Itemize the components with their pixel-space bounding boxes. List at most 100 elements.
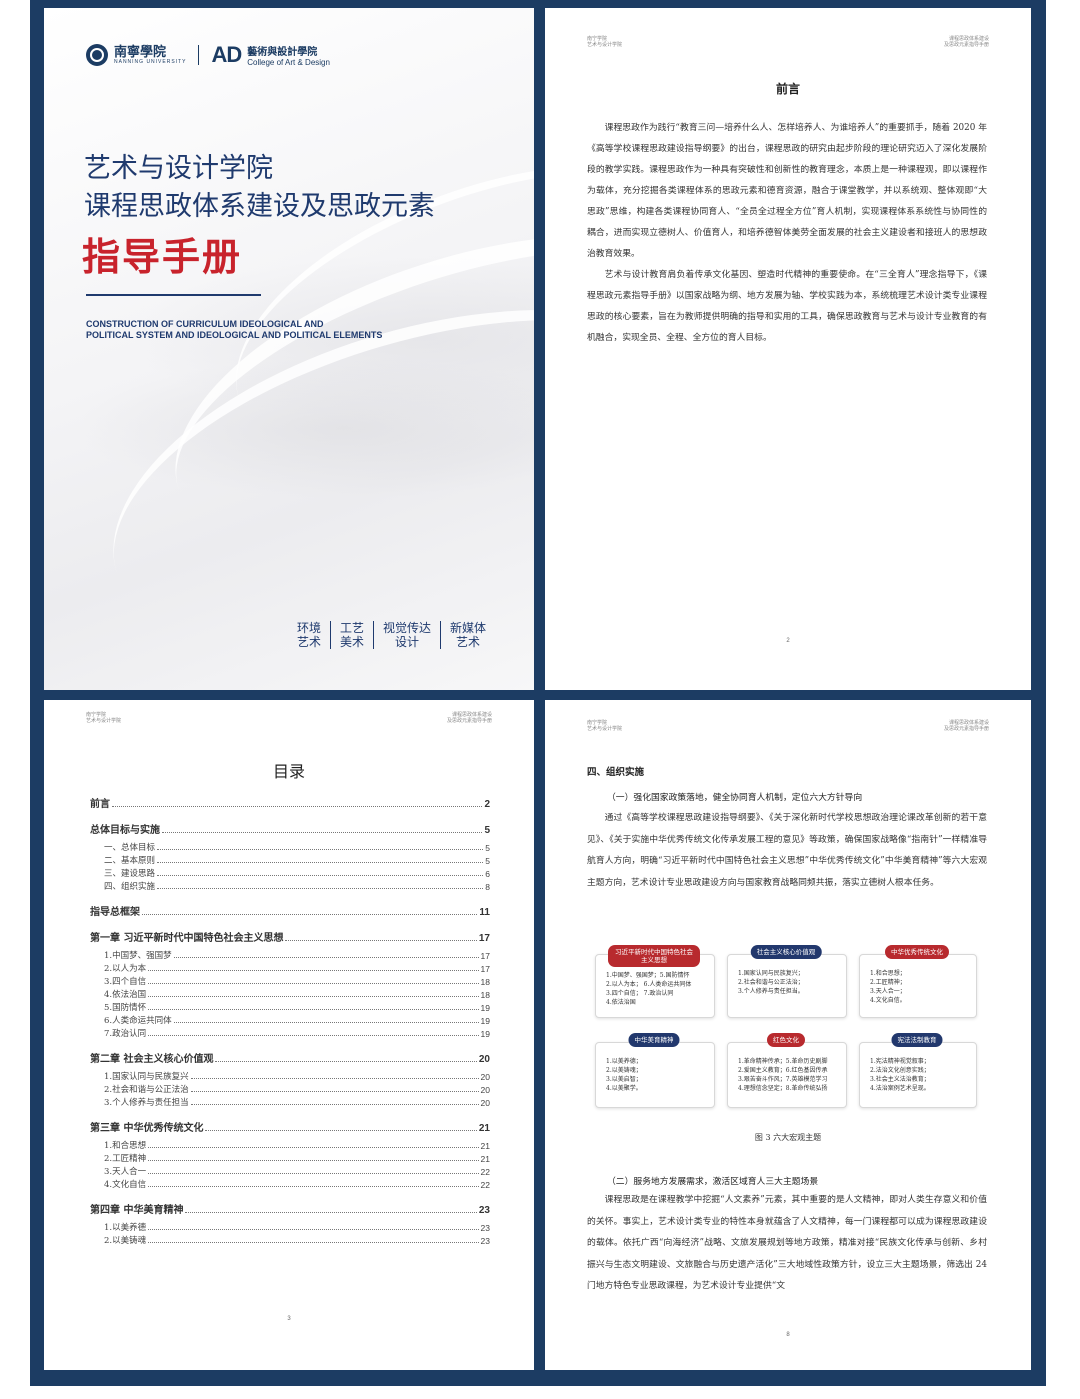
header-text: 南宁学院: [587, 720, 608, 726]
theme-item: 1.国家认同与民族复兴；: [738, 970, 804, 977]
toc-leader: [148, 1147, 479, 1148]
theme-item: 1.革命精神传承；5.革命历史剧脚: [738, 1058, 828, 1065]
section-body: 课程思政是在课程教学中挖掘“人文素养”元素，其中重要的是人文精神，即对人类生存意…: [587, 1190, 987, 1298]
toc-subentry-label: 二、基本原则: [104, 856, 156, 866]
toc-leader: [173, 957, 479, 958]
toc-leader: [162, 832, 483, 833]
toc-subentry: 6.人类命运共同体 19: [90, 1013, 490, 1026]
toc-subentry-page: 20: [480, 1098, 490, 1108]
toc-subentry-label: 1.中国梦、强国梦: [104, 951, 172, 961]
university-name-en: NANNING UNIVERSITY: [114, 58, 187, 65]
toc-leader: [157, 875, 484, 876]
cover-english-title: CONSTRUCTION OF CURRICULUM IDEOLOGICAL A…: [86, 319, 466, 341]
university-name-cn: 南寧學院: [114, 44, 167, 60]
discipline-item: 视觉传达 设计: [374, 621, 442, 649]
header-text: 艺术与设计学院: [587, 726, 623, 732]
theme-item: 4.理想信念坚定；8.革命传统弘扬: [738, 1085, 828, 1092]
cover-title-line1: 艺术与设计学院: [84, 153, 273, 184]
theme-item: 4.文化自信。: [870, 997, 906, 1004]
theme-item: 1.宪法精神视觉叙事；: [870, 1058, 930, 1065]
theme-title-badge: 习近平新时代中国特色社会主义思想: [608, 945, 700, 967]
toc-subentry-page: 20: [480, 1085, 490, 1095]
theme-items: 1.宪法精神视觉叙事；2.法治文化创意实践；3.社会主义法治教育；4.法治案例艺…: [870, 1057, 970, 1093]
cover-rule: [86, 294, 261, 296]
toc-leader: [157, 888, 484, 889]
theme-items: 1.国家认同与民族复兴；2.社会和谐与公正法治；3.个人修养与责任担当。: [738, 969, 840, 996]
discipline-item: 环境 艺术: [288, 621, 332, 649]
theme-title-badge: 中华优秀传统文化: [885, 945, 949, 959]
preface-paragraph: 艺术与设计教育肩负着传承文化基因、塑造时代精神的重要使命。在“三全育人”理念指导…: [587, 270, 987, 343]
preface-body: 课程思政作为践行“教育三问—培养什么人、怎样培养人、为谁培养人”的重要抓手，随着…: [587, 118, 987, 349]
theme-card: 1.和合思想；2.工匠精神；3.天人合一；4.文化自信。: [859, 954, 977, 1018]
toc-subentry-page: 5: [485, 843, 490, 853]
toc-subentry-page: 21: [480, 1141, 490, 1151]
toc-subentry-page: 22: [480, 1180, 490, 1190]
header-text: 课程思政体系建设: [948, 36, 989, 42]
toc-subentry-page: 17: [480, 951, 490, 961]
toc-subentry-page: 5: [485, 856, 490, 866]
section-heading: 四、组织实施: [587, 767, 645, 778]
toc-subentry-label: 5.国防情怀: [104, 1003, 147, 1013]
page-header-left: 南宁学院 艺术与设计学院: [86, 712, 121, 724]
theme-items: 1.以美养德；2.以美铸魂；3.以美启智；4.以美聚学。: [606, 1057, 708, 1093]
discipline-line: 设计: [395, 635, 420, 649]
cover-english-line1: CONSTRUCTION OF CURRICULUM IDEOLOGICAL A…: [86, 319, 324, 329]
toc-subentry-label: 1.和合思想: [104, 1141, 147, 1151]
logo-divider: [198, 45, 200, 65]
toc-subentry-label: 6.人类命运共同体: [104, 1016, 172, 1026]
toc-subentry-page: 19: [480, 1003, 490, 1013]
cover-title-line2: 课程思政体系建设及思政元素: [84, 191, 435, 222]
toc-leader: [148, 1186, 479, 1187]
theme-title-badge: 中华美育精神: [628, 1033, 680, 1047]
discipline-line: 视觉传达: [383, 621, 432, 635]
section-body: 通过《高等学校课程思政建设指导纲要》、《关于深化新时代学校思想政治理论课改革创新…: [587, 808, 987, 894]
college-ad-logo: AD: [211, 42, 242, 67]
toc-subentry-label: 1.国家认同与民族复兴: [104, 1072, 189, 1082]
toc-subentry-page: 23: [480, 1236, 490, 1246]
toc-subentry: 3.个人修养与责任担当 20: [90, 1095, 490, 1108]
theme-item: 3.艰苦奋斗作风；7.英雄模范学习: [738, 1076, 828, 1083]
cover-english-line2: POLITICAL SYSTEM AND IDEOLOGICAL AND POL…: [86, 330, 383, 340]
toc-leader: [148, 996, 479, 997]
toc-leader: [185, 1212, 477, 1213]
toc-leader: [142, 914, 478, 915]
theme-item: 2.以美铸魂；: [606, 1067, 642, 1074]
toc-subentry-page: 19: [480, 1016, 490, 1026]
discipline-list: 环境 艺术 工艺 美术 视觉传达 设计 新媒体 艺术: [288, 621, 495, 649]
theme-item: 3.个人修养与责任担当。: [738, 988, 804, 995]
cover-background: [44, 8, 534, 690]
header-text: 及思政元素指导手册: [943, 42, 989, 48]
theme-card: 1.宪法精神视觉叙事；2.法治文化创意实践；3.社会主义法治教育；4.法治案例艺…: [859, 1042, 977, 1108]
toc-subentry-page: 18: [480, 990, 490, 1000]
theme-item: 3.以美启智；: [606, 1076, 642, 1083]
theme-title-badge: 宪法法制教育: [891, 1033, 943, 1047]
theme-item: 3.四个自信； 7.政治认同: [606, 990, 674, 997]
toc-entry-page: 17: [478, 933, 490, 944]
toc-subentry-label: 3.四个自信: [104, 977, 147, 987]
theme-card: 1.以美养德；2.以美铸魂；3.以美启智；4.以美聚学。: [595, 1042, 715, 1108]
toc-subentry-page: 21: [480, 1154, 490, 1164]
toc-leader: [157, 862, 484, 863]
page-header-right: 课程思政体系建设 及思政元素指导手册: [944, 720, 989, 732]
body-paragraph: 课程思政是在课程教学中挖掘“人文素养”元素，其中重要的是人文精神，即对人类生存意…: [587, 1195, 987, 1291]
logo-bar: 南寧學院 NANNING UNIVERSITY AD 藝術與設計學院 Colle…: [86, 42, 330, 68]
discipline-line: 美术: [340, 635, 365, 649]
theme-title-badge: 红色文化: [767, 1033, 805, 1047]
toc-entry-label: 第二章 社会主义核心价值观: [90, 1054, 214, 1065]
theme-item: 2.工匠精神；: [870, 979, 906, 986]
toc-leader: [148, 1229, 479, 1230]
toc-subentry: 1.和合思想 21: [90, 1138, 490, 1151]
toc-entry-page: 11: [479, 907, 490, 918]
toc-subentry-label: 3.个人修养与责任担当: [104, 1098, 189, 1108]
toc-subentry-page: 17: [480, 964, 490, 974]
